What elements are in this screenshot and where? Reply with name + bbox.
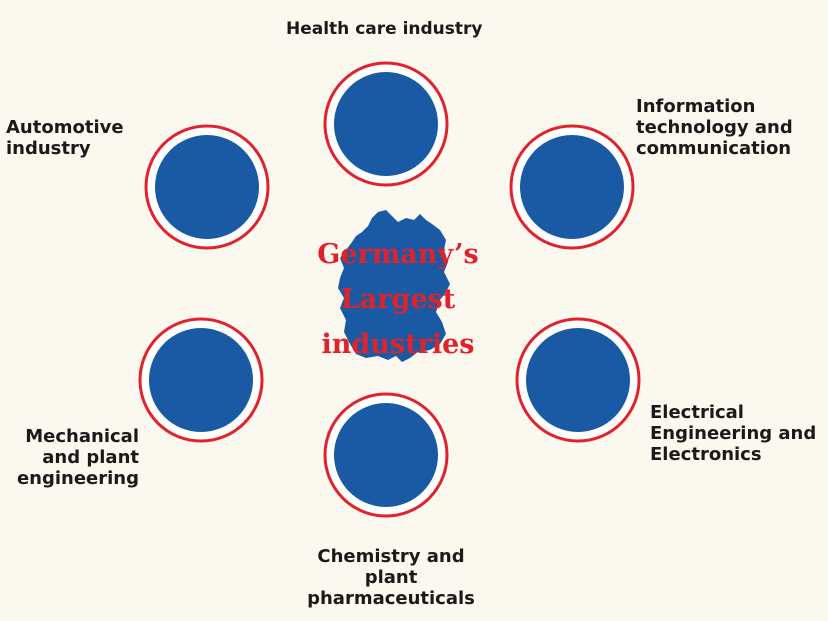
- diagram-title: Germany’s Largest industries: [317, 239, 479, 360]
- electrical-label: Electrical Engineering and Electronics: [650, 402, 817, 465]
- mechanical-label: Mechanical and plant engineering: [16, 426, 139, 489]
- mechanical-circle: [149, 328, 253, 432]
- automotive-label: Automotive industry: [6, 117, 124, 159]
- health-care-circle: [334, 72, 438, 176]
- germany-map-icon: [338, 210, 450, 362]
- electrical-circle: [526, 328, 630, 432]
- automotive-circle: [155, 135, 259, 239]
- health-care-label: Health care industry: [286, 19, 483, 39]
- chemistry-circle: [334, 403, 438, 507]
- it-communication-circle: [520, 135, 624, 239]
- it-communication-label: Information technology and communication: [636, 96, 793, 159]
- chemistry-label: Chemistry and plant pharmaceuticals: [307, 546, 475, 609]
